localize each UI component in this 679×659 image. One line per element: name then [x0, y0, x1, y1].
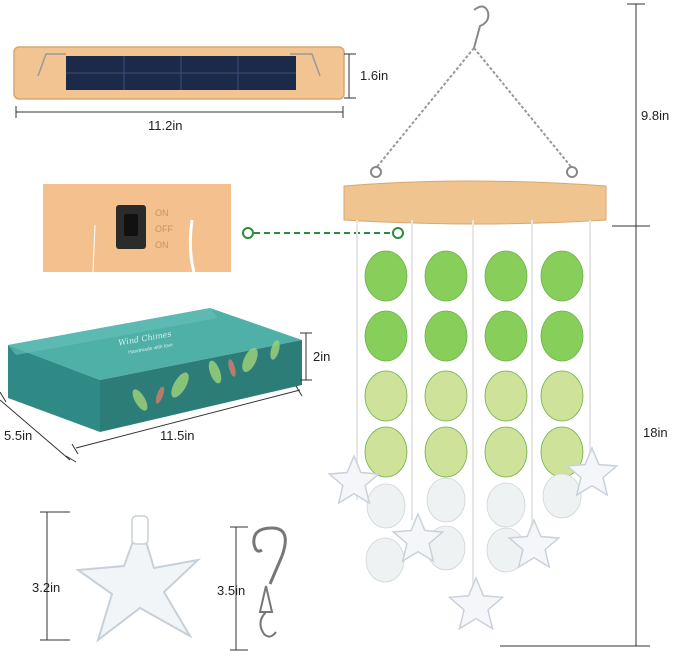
capiz-shell-green: [424, 250, 468, 302]
capiz-shell-green: [364, 250, 408, 302]
hanger-height-label: 9.8in: [641, 108, 670, 123]
starfish-charm: [391, 512, 445, 563]
capiz-shell-green: [424, 310, 468, 362]
switch-label-off: OFF: [155, 224, 173, 234]
switch-labels: ON OFF ON: [155, 205, 173, 253]
box-dimension-lines: [0, 332, 312, 463]
box-height-label: 2in: [313, 349, 331, 364]
capiz-shell-green: [540, 250, 584, 302]
capiz-shell-white: [426, 477, 466, 523]
capiz-shell-white: [365, 537, 405, 583]
starfish-charm: [507, 518, 561, 569]
capiz-shell-white: [486, 482, 526, 528]
chime-height-label: 18in: [643, 425, 668, 440]
chime-strings: [356, 220, 591, 600]
capiz-shell-green: [424, 426, 468, 478]
capiz-shell-green: [484, 310, 528, 362]
chime-dimension-lines: [500, 3, 650, 647]
box-width-label: 11.5in: [160, 428, 195, 443]
capiz-shell-green: [424, 370, 468, 422]
switch-closeup: [43, 184, 231, 273]
panel-dimension-lines: [15, 53, 356, 118]
hanger-chain: [370, 5, 578, 178]
hook-height-label: 3.5in: [217, 583, 246, 598]
starfish-charm: [565, 446, 619, 497]
capiz-shell-green: [484, 370, 528, 422]
connector-line: [242, 227, 404, 239]
box-depth-label: 5.5in: [4, 428, 33, 443]
panel-height-label: 1.6in: [360, 68, 389, 83]
capiz-shell-green: [484, 426, 528, 478]
starfish-charm: [327, 454, 381, 505]
starfish-charm: [447, 576, 505, 631]
capiz-shell-green: [364, 426, 408, 478]
starfish-height-label: 3.2in: [32, 580, 61, 595]
starfish-dimension-lines: [40, 511, 70, 641]
capiz-shell-green: [484, 250, 528, 302]
capiz-shell-white: [366, 483, 406, 529]
capiz-shell-white: [542, 473, 582, 519]
gift-box: [8, 308, 302, 432]
switch-label-on-top: ON: [155, 208, 169, 218]
hook-dimension-lines: [230, 526, 248, 651]
panel-width-label: 11.2in: [148, 118, 183, 133]
capiz-shell-green: [364, 370, 408, 422]
switch-label-on-bottom: ON: [155, 240, 169, 250]
capiz-shell-green: [540, 310, 584, 362]
solar-panel: [13, 46, 345, 100]
starfish-detail: [75, 515, 202, 643]
capiz-shell-green: [364, 310, 408, 362]
starfish-charms: [327, 446, 619, 631]
swivel-hook: [252, 526, 287, 638]
capiz-shell-green: [540, 370, 584, 422]
capiz-shells: [364, 250, 584, 583]
wooden-top-bar: [343, 180, 607, 225]
